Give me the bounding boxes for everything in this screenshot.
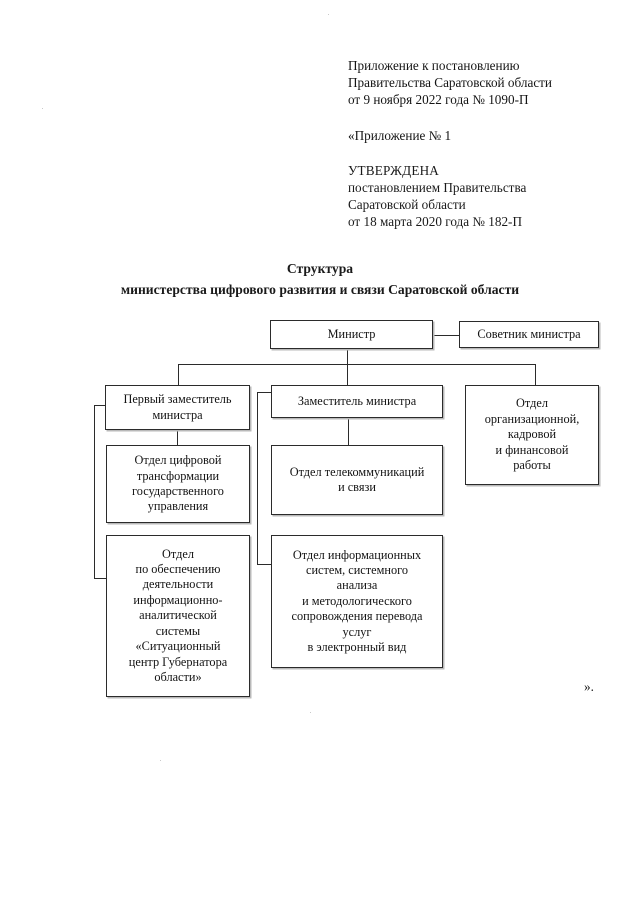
node-situation-center-dept[interactable]: Отдел по обеспечению деятельности информ…: [106, 535, 250, 697]
node-minister[interactable]: Министр: [270, 320, 433, 349]
node-information-systems-dept-label: Отдел информационных систем, системного …: [291, 547, 423, 655]
node-organizational-personnel-finance-dept-label: Отдел организационной, кадровой и финанс…: [484, 396, 580, 473]
node-advisor-label: Советник министра: [477, 326, 581, 341]
scan-speck: [310, 712, 311, 713]
connector-first-deputy-stub-top: [94, 405, 106, 406]
node-digital-transformation-dept[interactable]: Отдел цифровой трансформации государстве…: [106, 445, 250, 523]
node-situation-center-dept-label: Отдел по обеспечению деятельности информ…: [128, 546, 228, 684]
node-telecommunications-dept[interactable]: Отдел телекоммуникаций и связи: [271, 445, 443, 515]
node-advisor[interactable]: Советник министра: [459, 321, 599, 348]
node-deputy-minister[interactable]: Заместитель министра: [271, 385, 443, 418]
connector-deputy-stub-bottom: [257, 564, 271, 565]
scan-speck: [328, 14, 329, 15]
connector-deputy-stub-top: [257, 392, 271, 393]
connector-deputy-to-telecom: [348, 418, 349, 445]
node-telecommunications-dept-label: Отдел телекоммуникаций и связи: [289, 464, 425, 494]
connector-bus-to-first-deputy: [178, 364, 179, 385]
approved-body-text: постановлением Правительства Саратовской…: [348, 180, 527, 229]
node-first-deputy-minister[interactable]: Первый заместитель министра: [105, 385, 250, 430]
node-first-deputy-minister-label: Первый заместитель министра: [123, 392, 232, 422]
connector-first-deputy-rail: [94, 405, 95, 579]
page-title-line-2: министерства цифрового развития и связи …: [120, 282, 520, 297]
connector-first-deputy-stub-bottom: [94, 578, 106, 579]
approved-label: УТВЕРЖДЕНА: [348, 163, 440, 178]
node-information-systems-dept[interactable]: Отдел информационных систем, системного …: [271, 535, 443, 668]
scan-speck: [42, 108, 43, 109]
closing-quotation-mark: ».: [584, 679, 594, 694]
connector-first-deputy-to-digital: [177, 430, 178, 445]
node-minister-label: Министр: [327, 326, 376, 341]
appendix-reference-text: Приложение к постановлению Правительства…: [348, 58, 552, 107]
connector-minister-advisor: [433, 335, 460, 336]
quoted-appendix-text: «Приложение № 1: [348, 128, 452, 143]
page-title-line-1: Структура: [286, 261, 354, 276]
connector-deputy-rail: [257, 392, 258, 565]
connector-level1-bus: [178, 364, 535, 365]
connector-bus-to-org-dept: [535, 364, 536, 385]
scan-speck: [160, 760, 161, 761]
connector-minister-stem: [347, 349, 348, 385]
node-deputy-minister-label: Заместитель министра: [297, 393, 417, 408]
node-organizational-personnel-finance-dept[interactable]: Отдел организационной, кадровой и финанс…: [465, 385, 599, 485]
node-digital-transformation-dept-label: Отдел цифровой трансформации государстве…: [132, 453, 224, 514]
